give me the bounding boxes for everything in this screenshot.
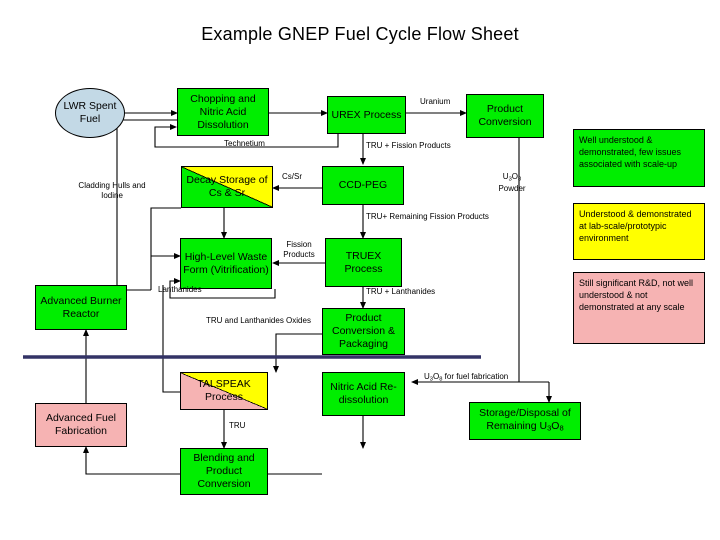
- node-label: CCD-PEG: [338, 179, 388, 191]
- edge-label-tru-and-lanthanides-oxides: TRU and Lanthanides Oxides: [206, 316, 311, 325]
- node-label: Product Conversion & Packaging: [331, 312, 396, 350]
- edge-label-cs-sr: Cs/Sr: [282, 172, 302, 181]
- edge-label-tru-and-lanthanides: TRU + Lanthanides: [366, 287, 436, 296]
- node-label: LWR Spent Fuel: [63, 100, 117, 125]
- node-label: Advanced Burner Reactor: [40, 294, 122, 320]
- node-lwr-spent-fuel[interactable]: LWR Spent Fuel: [55, 88, 125, 138]
- node-high-level-waste-form[interactable]: High-Level Waste Form (Vitrification): [180, 238, 272, 289]
- node-label: High-Level Waste Form (Vitrification): [183, 250, 269, 276]
- node-label: Storage/Disposal of Remaining U3O8: [479, 407, 571, 433]
- node-advanced-fuel-fabrication[interactable]: Advanced Fuel Fabrication: [35, 403, 127, 447]
- edge-label-tru-remaining-fission-products: TRU+ Remaining Fission Products: [366, 212, 489, 221]
- node-urex-process[interactable]: UREX Process: [327, 96, 406, 134]
- legend-item-lab-scale: Understood & demonstrated at lab-scale/p…: [573, 203, 705, 260]
- node-advanced-burner-reactor[interactable]: Advanced Burner Reactor: [35, 285, 127, 330]
- node-label: Blending and Product Conversion: [193, 452, 255, 490]
- node-label: Product Conversion: [478, 103, 532, 128]
- node-ccd-peg[interactable]: CCD-PEG: [322, 166, 404, 205]
- node-decay-storage-of-cs-and-sr[interactable]: Decay Storage of Cs & Sr: [181, 166, 273, 208]
- node-storage-disposal-remaining-u3o8[interactable]: Storage/Disposal of Remaining U3O8: [469, 402, 581, 440]
- node-nitric-acid-re-dissolution[interactable]: Nitric Acid Re-dissolution: [322, 372, 405, 416]
- edge-label-u3o8-for-fuel-fabrication: U3O8 for fuel fabrication: [424, 372, 509, 383]
- edge-label-fission-products: Fission Products: [283, 240, 315, 259]
- legend-item-well-understood: Well understood & demonstrated, few issu…: [573, 129, 705, 187]
- node-product-conversion-and-packaging[interactable]: Product Conversion & Packaging: [322, 308, 405, 355]
- edge-label-lanthanides: Lanthanides: [158, 285, 202, 294]
- node-label: Chopping and Nitric Acid Dissolution: [190, 92, 256, 131]
- edge-label-technetium: Technetium: [224, 139, 265, 148]
- edge-label-tru: TRU: [229, 421, 246, 430]
- legend-item-significant-rd: Still significant R&D, not well understo…: [573, 272, 705, 344]
- node-blending-and-product-conversion[interactable]: Blending and Product Conversion: [180, 448, 268, 495]
- node-label: Advanced Fuel Fabrication: [45, 412, 117, 437]
- edge-label-cladding-hulls-and-iodine: Cladding Hulls and Iodine: [78, 181, 146, 200]
- page-title: Example GNEP Fuel Cycle Flow Sheet: [201, 24, 519, 44]
- node-talspeak-process[interactable]: TALSPEAK Process: [180, 372, 268, 410]
- node-label: TALSPEAK Process: [197, 378, 251, 403]
- node-label: TRUEX Process: [344, 249, 383, 275]
- node-label: UREX Process: [331, 108, 402, 121]
- node-label: Decay Storage of Cs & Sr: [186, 174, 268, 199]
- node-truex-process[interactable]: TRUEX Process: [325, 238, 402, 287]
- edge-label-tru-fission-products: TRU + Fission Products: [366, 141, 451, 150]
- node-product-conversion[interactable]: Product Conversion: [466, 94, 544, 138]
- edge-label-uranium: Uranium: [420, 97, 451, 106]
- node-chopping-and-nitric-acid-dissolution[interactable]: Chopping and Nitric Acid Dissolution: [177, 88, 269, 136]
- node-label: Nitric Acid Re-dissolution: [330, 381, 397, 406]
- edge-label-u3o8-powder: U3O8 Powder: [498, 172, 526, 194]
